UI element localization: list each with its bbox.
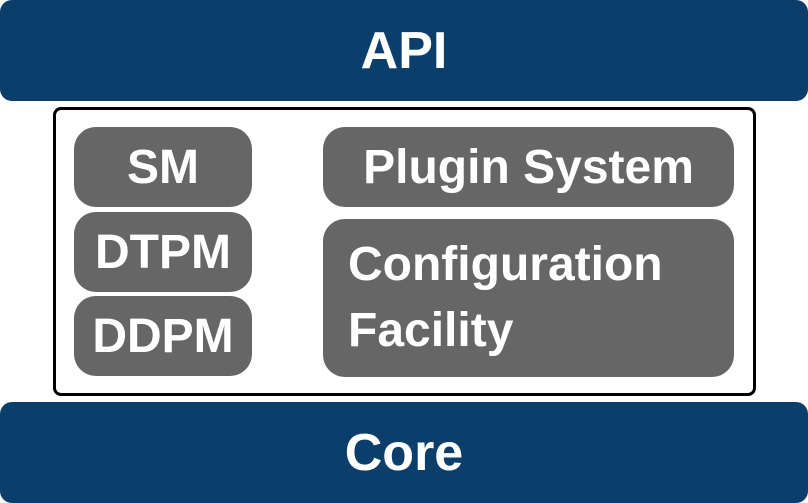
core-layer: Core: [0, 402, 808, 503]
ddpm-module: DDPM: [74, 296, 252, 376]
api-layer: API: [0, 0, 808, 101]
sm-label: SM: [127, 140, 199, 194]
plugin-system-module: Plugin System: [323, 127, 734, 207]
dtpm-label: DTPM: [95, 225, 231, 279]
configuration-facility-module: Configuration Facility: [323, 219, 734, 377]
config-label-line2: Facility: [348, 304, 514, 357]
ddpm-label: DDPM: [92, 309, 234, 363]
plugin-system-label: Plugin System: [363, 140, 694, 194]
api-label: API: [360, 21, 448, 80]
sm-module: SM: [74, 127, 252, 207]
core-label: Core: [344, 423, 464, 482]
config-label-line1: Configuration: [348, 238, 663, 291]
dtpm-module: DTPM: [74, 212, 252, 292]
